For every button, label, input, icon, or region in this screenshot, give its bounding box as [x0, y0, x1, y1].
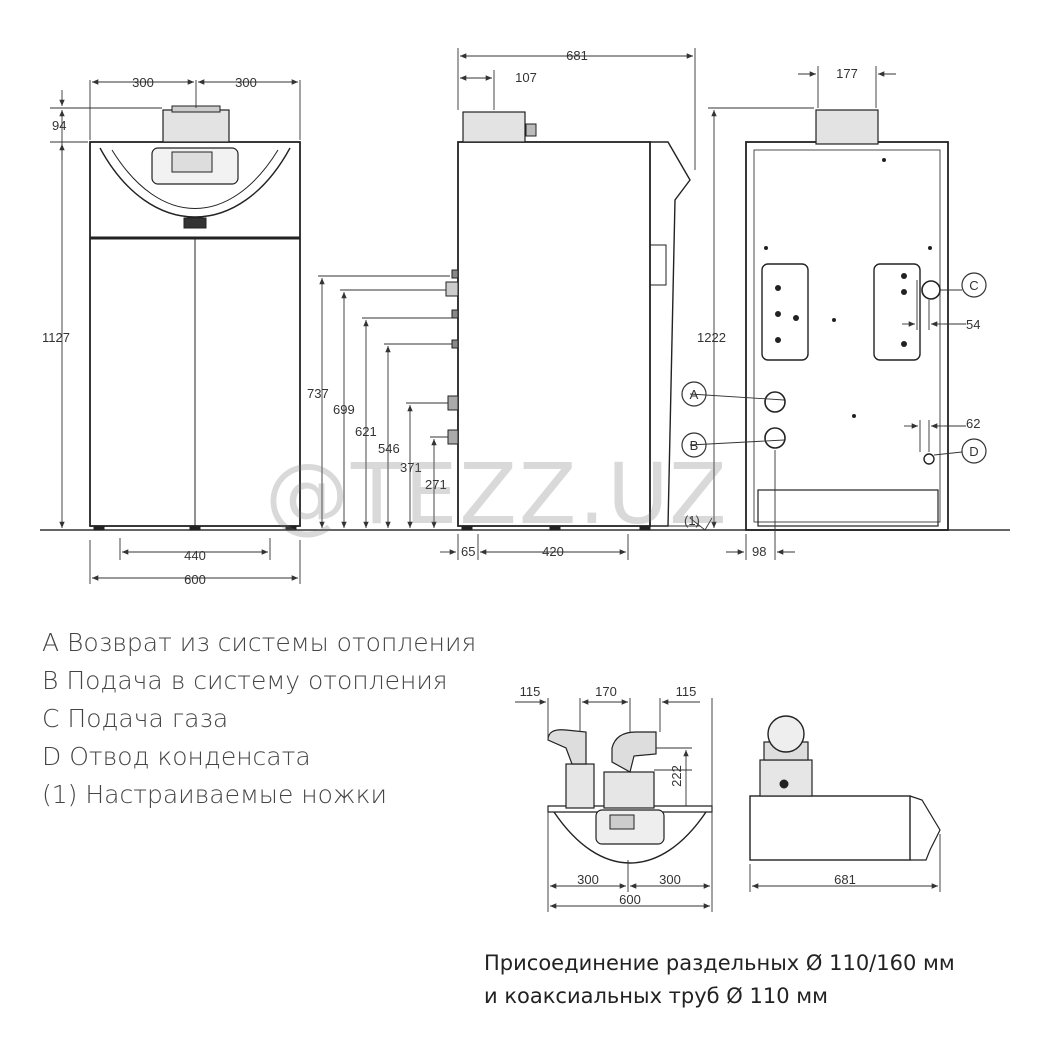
back-offset-177: 177 — [836, 66, 858, 81]
back-offset-98: 98 — [752, 544, 766, 559]
side-depth-681: 681 — [566, 48, 588, 63]
back-view-bolts — [764, 158, 932, 418]
connection-b-label: B — [690, 438, 699, 453]
front-view — [89, 105, 301, 531]
legend-item-b: B Подача в систему отопления — [42, 666, 448, 695]
side-height-621: 621 — [355, 424, 377, 439]
side-height-371: 371 — [400, 460, 422, 475]
back-view — [745, 109, 949, 531]
flue-width-300-left: 300 — [577, 872, 599, 887]
front-height-94: 94 — [52, 118, 66, 133]
flue-side-view — [749, 715, 941, 861]
flue-spacing-170: 170 — [595, 684, 617, 699]
flue-width-300-right: 300 — [659, 872, 681, 887]
flue-side-depth-681: 681 — [834, 872, 856, 887]
flue-offset-115-left: 115 — [520, 684, 541, 699]
legend-item-c: C Подача газа — [42, 704, 229, 733]
flue-width-600: 600 — [619, 892, 641, 907]
side-height-737: 737 — [307, 386, 329, 401]
side-dimensions — [318, 48, 713, 560]
flue-side-dimensions — [749, 834, 941, 892]
connection-d-label: D — [969, 444, 978, 459]
side-depth-65: 65 — [461, 544, 475, 559]
flue-offset-115-right: 115 — [676, 684, 697, 699]
back-height-1222: 1222 — [697, 330, 726, 345]
side-height-546: 546 — [378, 441, 400, 456]
side-depth-107: 107 — [515, 70, 537, 85]
back-dimensions — [681, 66, 987, 560]
adjustable-feet-note: (1) — [684, 513, 700, 528]
front-height-1127: 1127 — [42, 330, 70, 345]
front-width-440: 440 — [184, 548, 206, 563]
front-width-300-left: 300 — [132, 75, 154, 90]
caption-line-1: Присоединение раздельных Ø 110/160 мм — [484, 951, 955, 975]
connection-a-label: A — [690, 387, 699, 402]
side-depth-420: 420 — [542, 544, 564, 559]
flue-front-dimensions — [515, 698, 713, 912]
front-width-600: 600 — [184, 572, 206, 587]
side-view — [445, 111, 691, 531]
side-height-699: 699 — [333, 402, 355, 417]
back-offset-54: 54 — [966, 317, 980, 332]
watermark: @TEZZ.UZ — [265, 445, 729, 543]
flue-front-view — [547, 729, 713, 864]
front-dimensions — [50, 79, 301, 584]
legend-item-feet: (1) Настраиваемые ножки — [42, 780, 387, 809]
legend-item-d: D Отвод конденсата — [42, 742, 311, 771]
caption-line-2: и коаксиальных труб Ø 110 мм — [484, 984, 828, 1008]
legend-item-a: A Возврат из системы отопления — [42, 628, 477, 657]
connection-c-label: C — [969, 278, 978, 293]
front-width-300-right: 300 — [235, 75, 257, 90]
back-offset-62: 62 — [966, 416, 980, 431]
side-height-271: 271 — [425, 477, 447, 492]
flue-height-222: 222 — [669, 765, 684, 787]
